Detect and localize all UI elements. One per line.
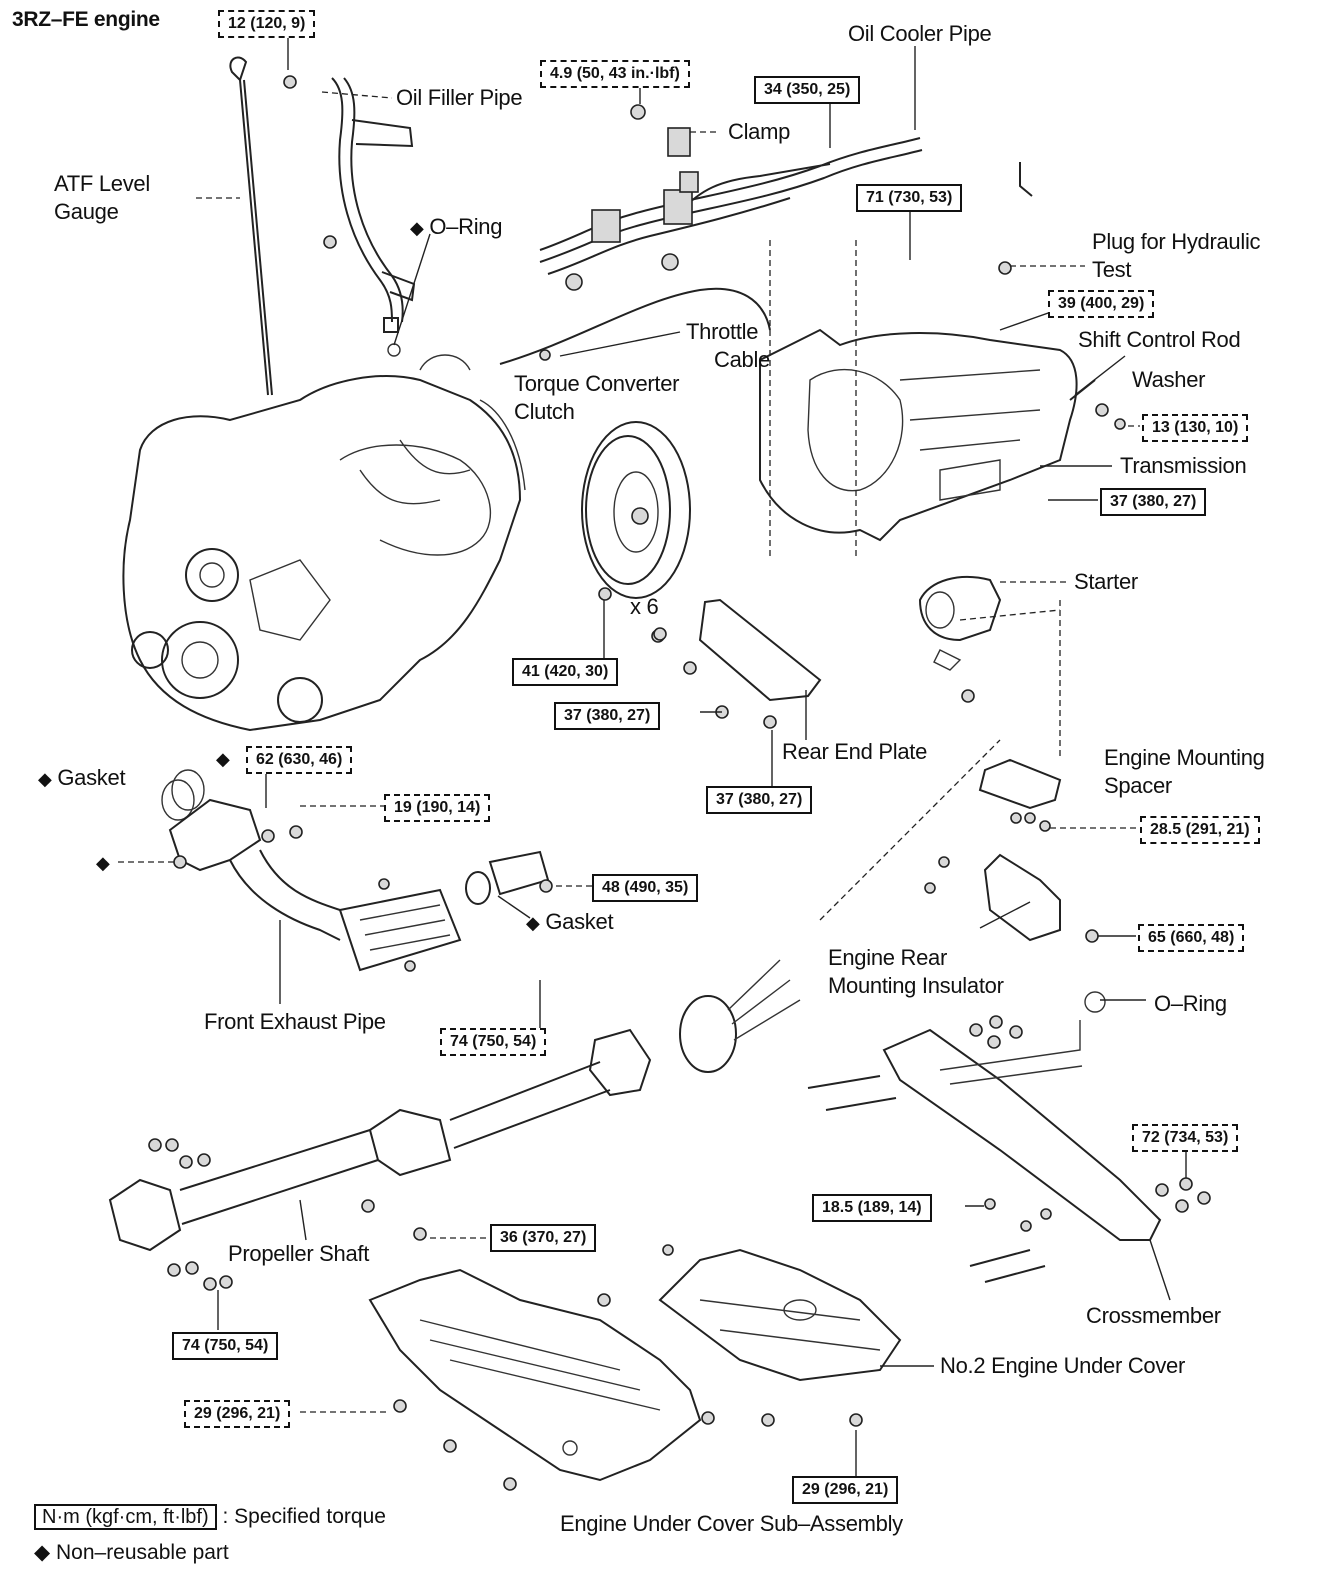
- label-bolt-quantity: x 6: [630, 594, 659, 619]
- label-atf-level-gauge-line2: Gauge: [54, 199, 119, 224]
- label-o-ring-upper: O–Ring: [429, 214, 503, 239]
- torque-exhaust-manifold-nut: 62 (630, 46): [246, 746, 353, 774]
- torque-transmission-bolt-lower: 37 (380, 27): [1100, 488, 1207, 516]
- engine-under-cover-drawing: [368, 1268, 702, 1482]
- label-propeller-shaft: Propeller Shaft: [228, 1241, 370, 1266]
- torque-rear-end-plate-bolt-left: 37 (380, 27): [554, 702, 661, 730]
- torque-propeller-front-flange: 74 (750, 54): [440, 1028, 547, 1056]
- label-washer: Washer: [1132, 367, 1206, 392]
- label-throttle-cable-line2: Cable: [714, 347, 770, 372]
- torque-converter-drawing: [581, 421, 691, 643]
- torque-under-cover-bolt-right: 29 (296, 21): [792, 1476, 899, 1504]
- oil-cooler-pipe-drawing: [539, 104, 1033, 291]
- label-oil-cooler-pipe: Oil Cooler Pipe: [848, 21, 992, 46]
- label-plug-hydraulic-line2: Test: [1092, 257, 1132, 282]
- torque-crossmember-nut-right: 72 (734, 53): [1132, 1124, 1239, 1152]
- crossmember-drawing: [807, 1015, 1211, 1283]
- legend-torque: N·m (kgf·cm, ft·lbf) : Specified torque: [34, 1504, 386, 1530]
- starter-drawing: [918, 576, 1002, 703]
- torque-shift-rod-nut: 13 (130, 10): [1142, 414, 1249, 442]
- torque-crossmember-bolt: 18.5 (189, 14): [812, 1194, 932, 1222]
- label-shift-control-rod: Shift Control Rod: [1078, 327, 1241, 352]
- engine-block-drawing: [122, 354, 526, 732]
- label-o-ring-lower: O–Ring: [1154, 991, 1227, 1016]
- torque-exhaust-flange-nut: 48 (490, 35): [592, 874, 699, 902]
- front-exhaust-pipe-drawing: [161, 769, 553, 972]
- non-reusable-mark: ◆: [526, 913, 540, 933]
- torque-clamp-bolt: 4.9 (50, 43 in.·lbf): [540, 60, 690, 88]
- no2-engine-under-cover-drawing: [393, 1244, 902, 1491]
- label-throttle-cable-line1: Throttle: [686, 319, 759, 344]
- label-transmission: Transmission: [1120, 453, 1247, 478]
- label-engine-rear-insulator-line1: Engine Rear: [828, 945, 947, 970]
- label-atf-level-gauge-line1: ATF Level: [54, 171, 150, 196]
- oil-filler-pipe-drawing: [283, 75, 416, 357]
- label-engine-mounting-spacer-line2: Spacer: [1104, 773, 1172, 798]
- label-clamp: Clamp: [728, 119, 791, 144]
- label-oil-filler-pipe: Oil Filler Pipe: [396, 85, 523, 110]
- torque-converter-bolt: 41 (420, 30): [512, 658, 619, 686]
- label-starter: Starter: [1074, 569, 1138, 594]
- legend-non-reusable: ◆ Non–reusable part: [34, 1541, 229, 1564]
- torque-oil-filler-bolt: 12 (120, 9): [218, 10, 316, 38]
- engine-heading: 3RZ–FE engine: [12, 8, 160, 31]
- torque-under-cover-bolt-left: 29 (296, 21): [184, 1400, 291, 1428]
- label-front-exhaust-pipe: Front Exhaust Pipe: [204, 1009, 386, 1034]
- torque-transmission-bolt: 39 (400, 29): [1048, 290, 1155, 318]
- legend-torque-unit: N·m (kgf·cm, ft·lbf): [34, 1504, 217, 1530]
- torque-exhaust-bracket-bolt: 19 (190, 14): [384, 794, 491, 822]
- label-plug-hydraulic-line1: Plug for Hydraulic: [1092, 229, 1261, 254]
- torque-rear-end-plate-bolt-bottom: 37 (380, 27): [706, 786, 813, 814]
- torque-transmission-bolt-upper: 71 (730, 53): [856, 184, 963, 212]
- label-no2-engine-under-cover: No.2 Engine Under Cover: [940, 1353, 1186, 1378]
- non-reusable-mark: ◆: [96, 853, 110, 873]
- propeller-shaft-drawing: [108, 959, 801, 1291]
- label-crossmember: Crossmember: [1086, 1303, 1221, 1328]
- non-reusable-mark: ◆: [38, 769, 52, 789]
- leader-lines: [118, 36, 1187, 1476]
- torque-oil-cooler-union: 34 (350, 25): [754, 76, 861, 104]
- label-gasket-lower: Gasket: [545, 909, 614, 934]
- label-gasket-upper: Gasket: [57, 765, 126, 790]
- torque-rear-insulator-bolt: 65 (660, 48): [1138, 924, 1245, 952]
- label-rear-end-plate: Rear End Plate: [782, 739, 927, 764]
- label-torque-converter-line2: Clutch: [514, 399, 575, 424]
- torque-center-bearing-bolt: 36 (370, 27): [490, 1224, 597, 1252]
- label-torque-converter-line1: Torque Converter: [514, 371, 680, 396]
- throttle-cable-drawing: [499, 287, 771, 365]
- label-engine-mounting-spacer-line1: Engine Mounting: [1104, 745, 1265, 770]
- engine-mount-drawing: [924, 758, 1106, 1013]
- atf-level-gauge-drawing: [229, 56, 273, 396]
- torque-mounting-spacer-bolt: 28.5 (291, 21): [1140, 816, 1260, 844]
- torque-propeller-rear-flange: 74 (750, 54): [172, 1332, 279, 1360]
- label-engine-rear-insulator-line2: Mounting Insulator: [828, 973, 1004, 998]
- rear-end-plate-drawing: [653, 598, 822, 729]
- label-engine-under-cover: Engine Under Cover Sub–Assembly: [560, 1511, 903, 1536]
- non-reusable-mark: ◆: [410, 218, 424, 238]
- legend-torque-text: : Specified torque: [222, 1505, 386, 1528]
- non-reusable-mark: ◆: [216, 749, 230, 769]
